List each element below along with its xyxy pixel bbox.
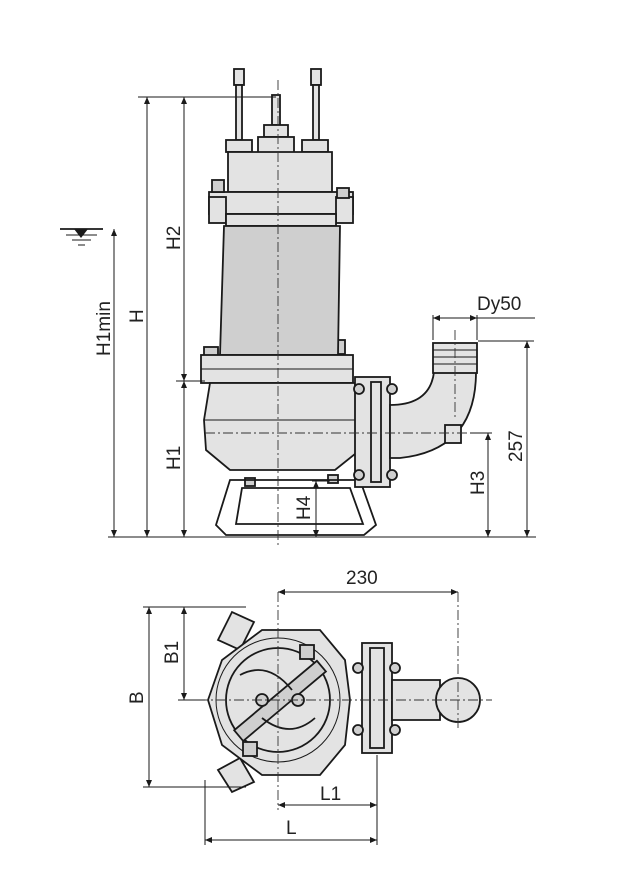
label-h1min: H1min — [94, 301, 115, 356]
side-view: H1min H H2 H1 H4 H3 257 Dy50 — [60, 68, 536, 545]
impeller-top-detail — [232, 644, 328, 757]
flange-lug-left — [208, 196, 227, 224]
label-b: B — [127, 691, 148, 704]
motor-housing — [219, 225, 341, 356]
flange-ring — [225, 213, 337, 227]
water-level-icon — [60, 228, 103, 246]
lifting-lug-top — [216, 610, 256, 652]
upper-flange — [208, 191, 354, 215]
label-h: H — [127, 309, 148, 323]
label-dy50: Dy50 — [477, 294, 521, 315]
label-h3: H3 — [468, 471, 489, 495]
motor-top-cap — [227, 151, 333, 193]
flange-lug-right — [335, 196, 354, 224]
label-h1: H1 — [164, 446, 185, 470]
top-view: 230 B B1 L1 L — [127, 568, 492, 845]
label-h4: H4 — [294, 495, 315, 520]
label-230: 230 — [346, 568, 378, 589]
lifting-lug-bottom — [216, 756, 256, 794]
label-h2: H2 — [164, 226, 185, 250]
volute-casing — [203, 382, 361, 471]
label-l1: L1 — [320, 784, 341, 805]
discharge-elbow — [389, 371, 477, 459]
bolt-heads — [203, 179, 350, 487]
label-b1: B1 — [162, 641, 183, 664]
label-l: L — [286, 818, 297, 839]
label-257: 257 — [506, 430, 527, 462]
cable-glands — [225, 68, 329, 166]
